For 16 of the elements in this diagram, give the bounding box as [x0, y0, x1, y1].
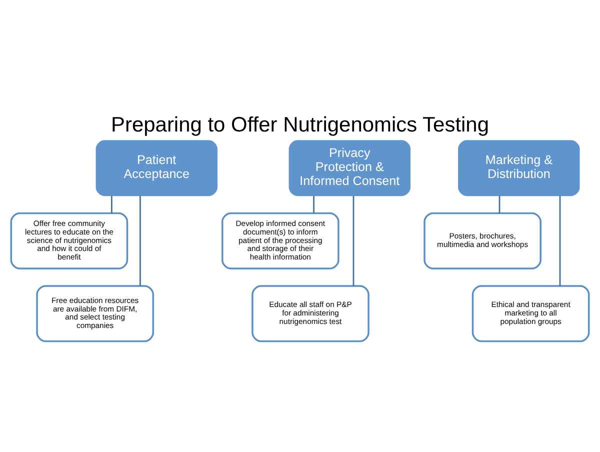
node-box: Educate all staff on P&P for administering nutrigenomics test — [252, 284, 370, 342]
node-box: Develop informed consent document(s) to inform patient of the processing and storage of their health information — [222, 212, 340, 269]
diagram-title: Preparing to Offer Nutrigenomics Testing — [110, 112, 490, 136]
node-box: Offer free community lectures to educate on the science of nutrigenomics and how it could of benefit — [10, 212, 128, 269]
connector — [313, 195, 315, 213]
connector — [352, 195, 354, 286]
node-box: Marketing & Distribution — [458, 140, 580, 196]
connector — [139, 195, 141, 286]
node-box: Patient Acceptance — [96, 140, 218, 196]
connector — [110, 195, 112, 213]
node-box: Privacy Protection & Informed Consent — [288, 140, 410, 196]
node-box: Free education resources are available from DIFM, and select testing companies — [36, 284, 154, 342]
node-box: Posters, brochures, multimedia and workshops — [424, 212, 542, 269]
node-box: Ethical and transparent marketing to all population groups — [472, 284, 590, 342]
connector — [559, 195, 561, 286]
connector — [498, 195, 500, 213]
